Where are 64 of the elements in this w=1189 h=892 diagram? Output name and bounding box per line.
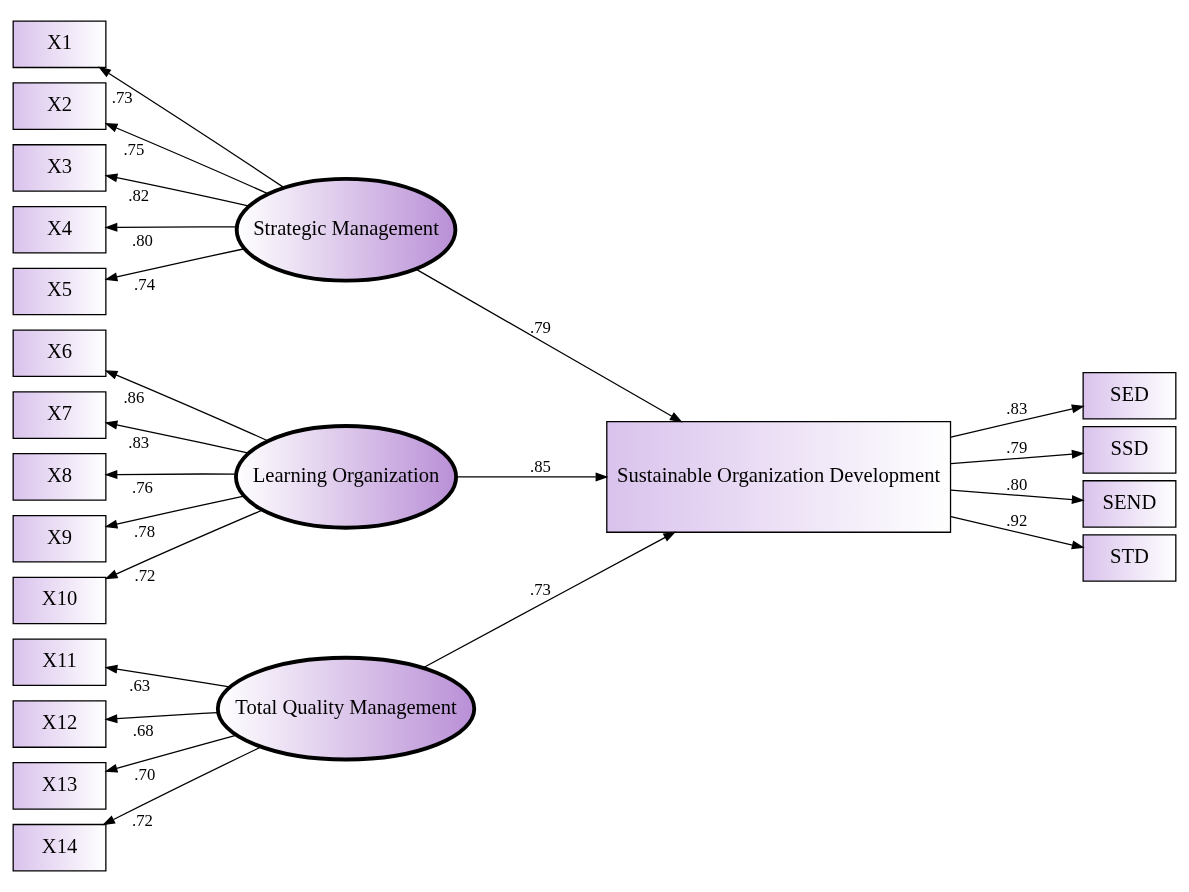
edge-label: .76	[132, 477, 153, 497]
node-ellipse: Strategic Management	[234, 176, 458, 283]
node-box: Sustainable Organization Development	[606, 420, 952, 533]
edge-label: .92	[1006, 511, 1028, 531]
node-box: X13	[12, 762, 107, 810]
edge-label: .74	[134, 274, 156, 294]
edge-label: .80	[1006, 475, 1028, 495]
edge-label: .80	[132, 230, 153, 250]
node-ellipse: Total Quality Management	[215, 655, 477, 762]
node-box: SED	[1082, 371, 1177, 420]
arrow	[104, 420, 250, 454]
arrow	[104, 509, 264, 580]
node-box: X4	[12, 205, 107, 254]
arrow	[98, 66, 285, 189]
arrow	[102, 746, 262, 826]
edge-label: .86	[123, 387, 145, 407]
edge-label: .79	[530, 318, 551, 338]
edge-label: .73	[530, 579, 551, 599]
node-box: X3	[12, 144, 107, 192]
edge-label: .83	[128, 433, 150, 453]
node-box: SEND	[1082, 480, 1177, 528]
edge-label: .78	[134, 521, 156, 541]
node-box: X2	[12, 82, 107, 130]
edge-label: .70	[134, 764, 156, 784]
node-box: SSD	[1082, 426, 1177, 474]
node-box: STD	[1082, 534, 1177, 582]
arrow	[104, 173, 250, 207]
node-box: X1	[12, 20, 107, 69]
node-box: X11	[12, 638, 107, 687]
arrow	[415, 268, 683, 423]
arrow	[104, 495, 245, 529]
edge-label: .72	[134, 566, 156, 586]
arrow	[104, 222, 238, 232]
edge-label: .75	[123, 140, 145, 160]
arrow	[950, 449, 1085, 465]
arrow	[422, 531, 677, 669]
node-box: X8	[12, 453, 107, 501]
arrow	[104, 248, 246, 282]
node-box: X12	[12, 700, 107, 748]
arrow	[950, 404, 1085, 438]
arrow	[104, 712, 219, 724]
edge-label: .79	[1006, 437, 1028, 457]
node-ellipse: Learning Organization	[234, 424, 459, 530]
node-box: X9	[12, 514, 107, 563]
node-box: X10	[12, 576, 107, 625]
edge-label: .63	[129, 676, 151, 696]
edge-label: .82	[128, 186, 150, 206]
node-box: X5	[12, 267, 107, 316]
arrow	[104, 664, 231, 688]
edge-label: .83	[1006, 399, 1028, 419]
arrow	[104, 123, 269, 195]
node-box: X14	[12, 823, 107, 872]
arrow	[104, 734, 238, 773]
arrow	[455, 472, 609, 482]
edge-label: .68	[132, 720, 154, 740]
edge-label: .72	[131, 810, 153, 830]
edge-label: .73	[111, 88, 133, 108]
node-box: X6	[12, 329, 107, 378]
arrow	[950, 516, 1085, 550]
arrow	[104, 370, 269, 442]
arrow	[950, 489, 1085, 505]
edge-label: .85	[530, 457, 551, 477]
arrow	[104, 470, 237, 480]
node-box: X7	[12, 391, 107, 439]
